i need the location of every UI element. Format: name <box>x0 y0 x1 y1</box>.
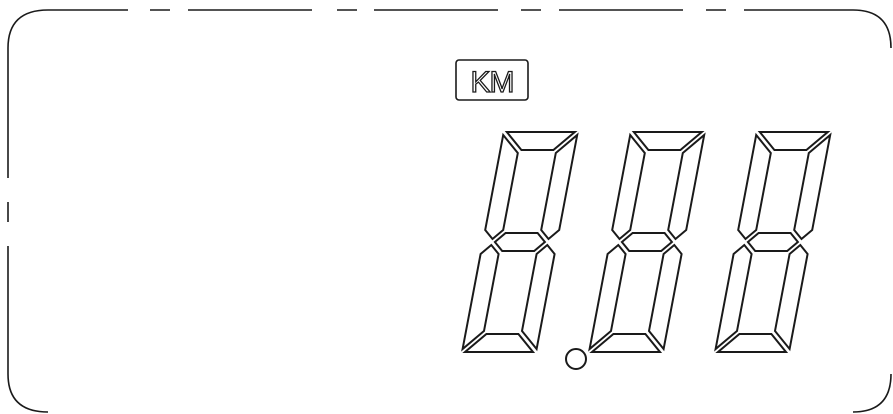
decimal-point <box>565 348 587 370</box>
digit-1-segment-middle <box>493 232 547 252</box>
unit-indicator-box <box>455 59 529 101</box>
digit-1-segment-upper-left <box>484 132 519 241</box>
digit-1-segment-lower-left <box>461 243 500 352</box>
panel-frame <box>7 9 892 413</box>
digit-2-segment-bottom <box>589 333 663 353</box>
digit-2-segment-lower-left <box>588 243 627 352</box>
digit-3-segment-upper-left <box>737 132 772 241</box>
seven-segment-digits <box>461 131 832 353</box>
digit-2-segment-top <box>631 131 705 151</box>
digit-2-segment-upper-left <box>611 132 646 241</box>
frame-top-right-corner <box>744 9 892 49</box>
digit-2-segment-upper-right <box>667 132 706 241</box>
digit-1-segment-upper-right <box>540 132 579 241</box>
digit-3-segment-lower-right <box>773 243 809 352</box>
digit-1-segment-lower-right <box>520 243 556 352</box>
digit-3-segment-top <box>757 131 831 151</box>
digit-1 <box>461 131 579 353</box>
digit-3-segment-lower-left <box>714 243 753 352</box>
digit-3-segment-bottom <box>715 333 789 353</box>
unit-indicator: KM <box>455 59 529 101</box>
digit-1-segment-top <box>504 131 578 151</box>
frame-bottom-left-corner <box>7 246 49 413</box>
digit-3-segment-middle <box>746 232 800 252</box>
digit-3 <box>714 131 832 353</box>
frame-top-left-corner <box>7 9 128 49</box>
digit-3-segment-upper-right <box>793 132 832 241</box>
frame-bottom-right-corner <box>852 373 892 413</box>
digit-2-segment-middle <box>620 232 674 252</box>
unit-indicator-label: KM <box>471 66 514 99</box>
digit-1-segment-bottom <box>462 333 536 353</box>
digit-2-segment-lower-right <box>647 243 683 352</box>
digit-2 <box>588 131 706 353</box>
